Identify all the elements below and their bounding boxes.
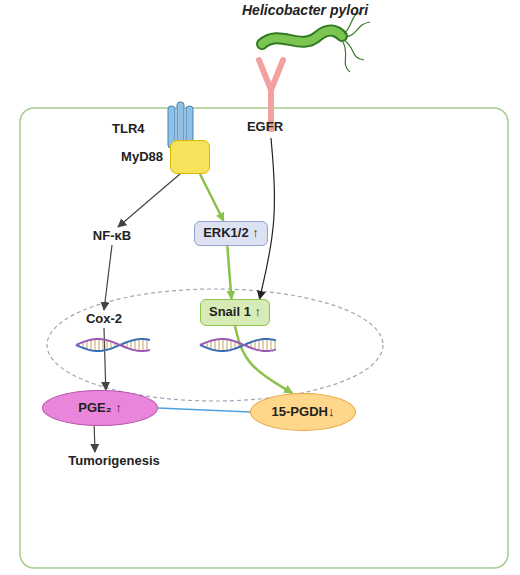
- pathway-arrow: [104, 245, 112, 310]
- pathway-arrow: [227, 246, 231, 299]
- node-text: MyD88: [121, 150, 163, 164]
- receptor-label-node: EGFR: [240, 116, 290, 138]
- node-text: NF-κB: [93, 229, 131, 243]
- node-text: Cox-2: [86, 312, 122, 326]
- pathway-arrow: [235, 326, 292, 393]
- adaptor-box: MyD88: [170, 140, 210, 174]
- pathway-arrow: [260, 138, 275, 299]
- outcome-label: Tumorigenesis: [58, 452, 170, 470]
- mediator-ellipse: PGE₂ ↑: [42, 390, 158, 426]
- bacterium: [262, 12, 370, 72]
- pathway-arrow: [200, 174, 224, 221]
- pathway-arrow: [104, 328, 106, 390]
- cell-membrane: [20, 108, 508, 568]
- pathway-arrow: [158, 408, 250, 412]
- node-text: 15-PGDH↓: [272, 405, 335, 419]
- enzyme-ellipse: 15-PGDH↓: [250, 393, 356, 431]
- pathway-arrow: [94, 426, 96, 452]
- node-text: ERK1/2 ↑: [203, 226, 259, 240]
- receptor-name: TLR4: [112, 121, 145, 136]
- node-text: Tumorigenesis: [68, 454, 160, 468]
- nucleus-outline: [47, 289, 383, 401]
- dna-helix: [200, 339, 276, 351]
- pathway-arrow: [118, 174, 180, 227]
- dna-helix: [76, 339, 150, 351]
- organism-name: Helicobacter pylori: [242, 2, 368, 18]
- gene-label: Cox-2: [78, 310, 130, 328]
- transcription-factor: NF-κB: [82, 227, 142, 245]
- node-text: PGE₂ ↑: [78, 401, 121, 415]
- node-text: EGFR: [247, 120, 283, 134]
- transcription-factor-box: Snail 1 ↑: [200, 299, 270, 326]
- node-text: Snail 1 ↑: [209, 305, 261, 319]
- kinase-box: ERK1/2 ↑: [194, 221, 268, 246]
